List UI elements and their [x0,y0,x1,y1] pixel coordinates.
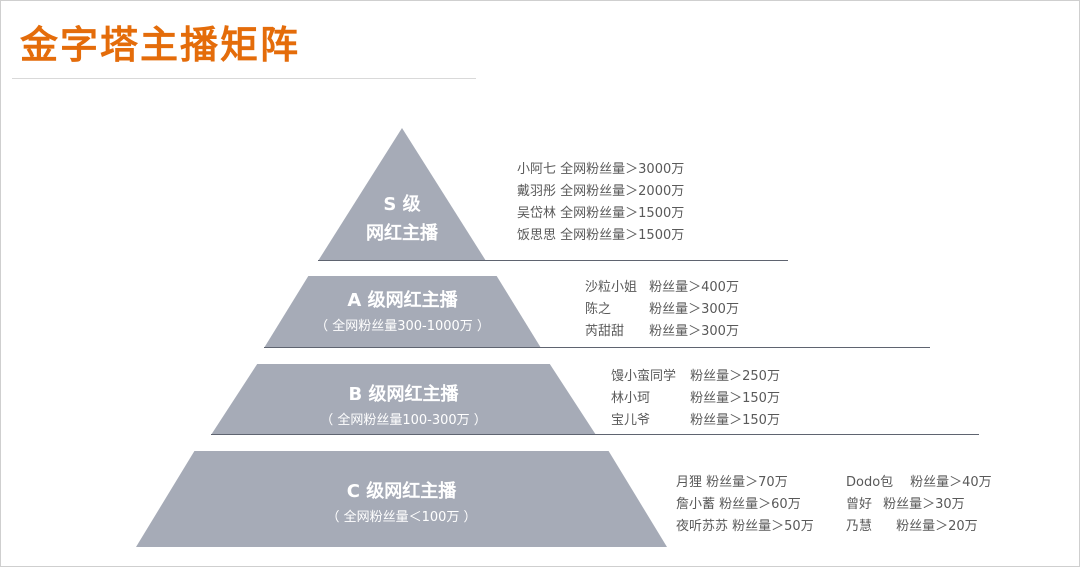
tier-s-label-line1: S 级 [383,194,421,215]
entry-name: 林小珂 [611,391,651,406]
entry-stat: 粉丝量＞40万 [910,475,992,490]
pyramid-tier-a [264,276,541,348]
entry-name: 曾好 [846,497,873,512]
tier-s-entry-2: 戴羽彤 全网粉丝量＞2000万 [517,184,684,200]
tier-a-entry-3: 芮甜甜 粉丝量＞300万 [585,324,739,340]
entry-name: 吴岱林 [517,206,557,221]
entry-stat: 粉丝量＞250万 [690,369,780,384]
entry-stat: 粉丝量＞150万 [690,391,780,406]
entry-name: 小阿七 [517,162,557,177]
entry-name: 夜听苏苏 [676,519,729,534]
tier-c-entry-4: Dodo包 粉丝量＞40万 [846,475,992,491]
entry-stat: 全网粉丝量＞2000万 [560,184,685,199]
tier-c-entry-6: 乃慧 粉丝量＞20万 [846,519,978,535]
entry-name: 饭思思 [517,228,557,243]
entry-stat: 全网粉丝量＞3000万 [560,162,685,177]
pyramid-tier-c [136,451,667,547]
entry-stat: 粉丝量＞20万 [896,519,978,534]
tier-s-label-line2: 网红主播 [366,223,438,244]
slide-title: 金字塔主播矩阵 [20,23,301,67]
entry-stat: 粉丝量＞150万 [690,413,780,428]
tier-b-entry-1: 馒小蛮同学 粉丝量＞250万 [611,369,780,385]
tier-c-sublabel: （ 全网粉丝量＜100万 ） [326,510,477,525]
tier-s-entry-4: 饭思思 全网粉丝量＞1500万 [517,228,684,244]
entry-name: 戴羽彤 [517,184,557,199]
entry-name: 陈之 [585,302,612,317]
tier-b-sublabel: （ 全网粉丝量100-300万 ） [320,413,487,428]
title-divider [12,78,476,79]
tier-a-entry-1: 沙粒小姐 粉丝量＞400万 [585,280,739,296]
tier-s-entry-1: 小阿七 全网粉丝量＞3000万 [517,162,684,178]
entry-stat: 粉丝量＞300万 [649,324,739,339]
entry-stat: 粉丝量＞300万 [649,302,739,317]
tier-b-rule [211,434,979,435]
entry-name: 乃慧 [846,519,873,534]
tier-a-rule [264,347,930,348]
entry-name: 月狸 [676,475,703,490]
entry-name: 詹小蓄 [676,497,716,512]
entry-stat: 粉丝量＞400万 [649,280,739,295]
tier-b-entry-3: 宝儿爷 粉丝量＞150万 [611,413,780,429]
entry-name: 沙粒小姐 [585,280,638,295]
tier-c-entry-1: 月狸 粉丝量＞70万 [676,475,788,491]
entry-stat: 粉丝量＞30万 [883,497,965,512]
entry-stat: 粉丝量＞50万 [732,519,814,534]
tier-b-entry-2: 林小珂 粉丝量＞150万 [611,391,780,407]
tier-c-label: C 级网红主播 [346,481,457,502]
entry-name: 芮甜甜 [585,324,625,339]
entry-name: 宝儿爷 [611,413,651,428]
entry-name: 馒小蛮同学 [611,369,677,384]
tier-s-entry-3: 吴岱林 全网粉丝量＞1500万 [517,206,684,222]
tier-c-entry-3: 夜听苏苏 粉丝量＞50万 [676,519,814,535]
entry-stat: 粉丝量＞60万 [719,497,801,512]
tier-b-label: B 级网红主播 [348,384,459,405]
tier-s-rule [318,260,788,261]
entry-name: Dodo包 [846,475,894,490]
tier-c-entry-5: 曾好 粉丝量＞30万 [846,497,965,513]
pyramid-tier-b [211,364,596,435]
entry-stat: 粉丝量＞70万 [706,475,788,490]
tier-a-entry-2: 陈之 粉丝量＞300万 [585,302,739,318]
tier-a-label: A 级网红主播 [347,290,458,311]
entry-stat: 全网粉丝量＞1500万 [560,206,685,221]
entry-stat: 全网粉丝量＞1500万 [560,228,685,243]
tier-a-sublabel: （ 全网粉丝量300-1000万 ） [315,319,490,334]
tier-c-entry-2: 詹小蓄 粉丝量＞60万 [676,497,801,513]
